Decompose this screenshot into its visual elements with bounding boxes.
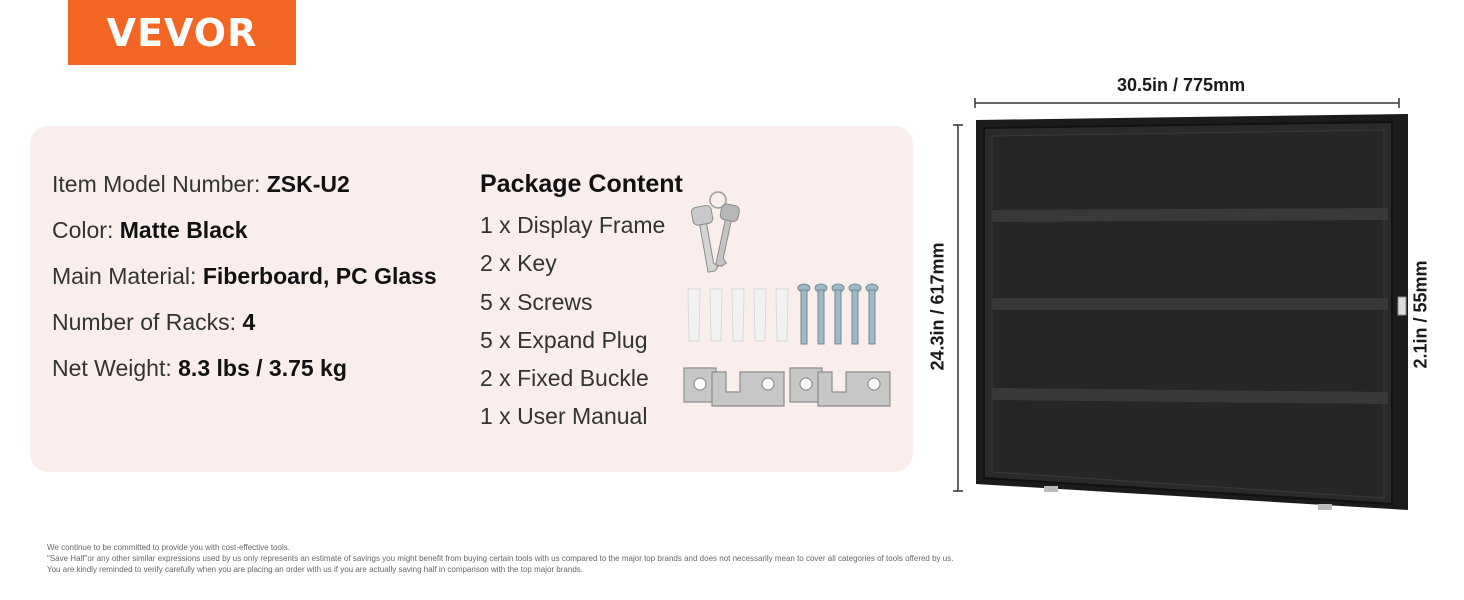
- fixed-buckle-icon: [683, 367, 891, 407]
- disclaimer-footnote: We continue to be committed to provide y…: [47, 542, 953, 575]
- footnote-line: You are kindly reminded to verify carefu…: [47, 565, 583, 574]
- spec-racks: Number of Racks: 4: [52, 308, 437, 354]
- package-title: Package Content: [480, 170, 683, 198]
- height-label: 24.3in / 617mm: [927, 242, 948, 371]
- footnote-line: We continue to be committed to provide y…: [47, 543, 290, 552]
- width-dimension-line: [974, 98, 1400, 108]
- spec-model-number: Item Model Number: ZSK-U2: [52, 170, 437, 216]
- depth-label: 2.1in / 55mm: [1410, 260, 1431, 369]
- spec-color: Color: Matte Black: [52, 216, 437, 262]
- package-content: Package Content 1 x Display Frame 2 x Ke…: [480, 168, 683, 436]
- spec-label: Main Material:: [52, 263, 203, 289]
- vevor-logo: VEVOR: [68, 0, 296, 65]
- package-item: 2 x Key: [480, 250, 557, 277]
- screw-icon: [797, 283, 879, 345]
- display-case-image: [976, 114, 1408, 510]
- logo-text: VEVOR: [106, 10, 258, 55]
- spec-weight: Net Weight: 8.3 lbs / 3.75 kg: [52, 354, 437, 400]
- spec-value: 8.3 lbs / 3.75 kg: [178, 355, 347, 381]
- spec-value: Fiberboard, PC Glass: [202, 263, 437, 289]
- spec-label: Color:: [52, 217, 120, 243]
- package-item: 5 x Expand Plug: [480, 326, 648, 353]
- key-icon: [690, 191, 740, 273]
- spec-label: Net Weight:: [52, 355, 179, 381]
- footnote-line: "Save Half"or any other similar expressi…: [47, 554, 954, 563]
- spec-value: 4: [242, 309, 256, 335]
- width-label: 30.5in / 775mm: [1117, 75, 1246, 95]
- package-item: 1 x Display Frame: [480, 212, 666, 238]
- package-item: 2 x Fixed Buckle: [480, 365, 649, 392]
- spec-value: Matte Black: [119, 217, 248, 243]
- spec-label: Number of Racks:: [52, 309, 243, 335]
- spec-value: ZSK-U2: [266, 171, 350, 197]
- expand-plug-icon: [687, 288, 789, 342]
- package-item: 5 x Screws: [480, 288, 593, 315]
- package-item: 1 x User Manual: [480, 403, 648, 430]
- spec-list: Item Model Number: ZSK-U2 Color: Matte B…: [52, 170, 437, 400]
- spec-material: Main Material: Fiberboard, PC Glass: [52, 262, 437, 308]
- height-dimension-line: [953, 124, 963, 492]
- spec-label: Item Model Number:: [52, 171, 267, 197]
